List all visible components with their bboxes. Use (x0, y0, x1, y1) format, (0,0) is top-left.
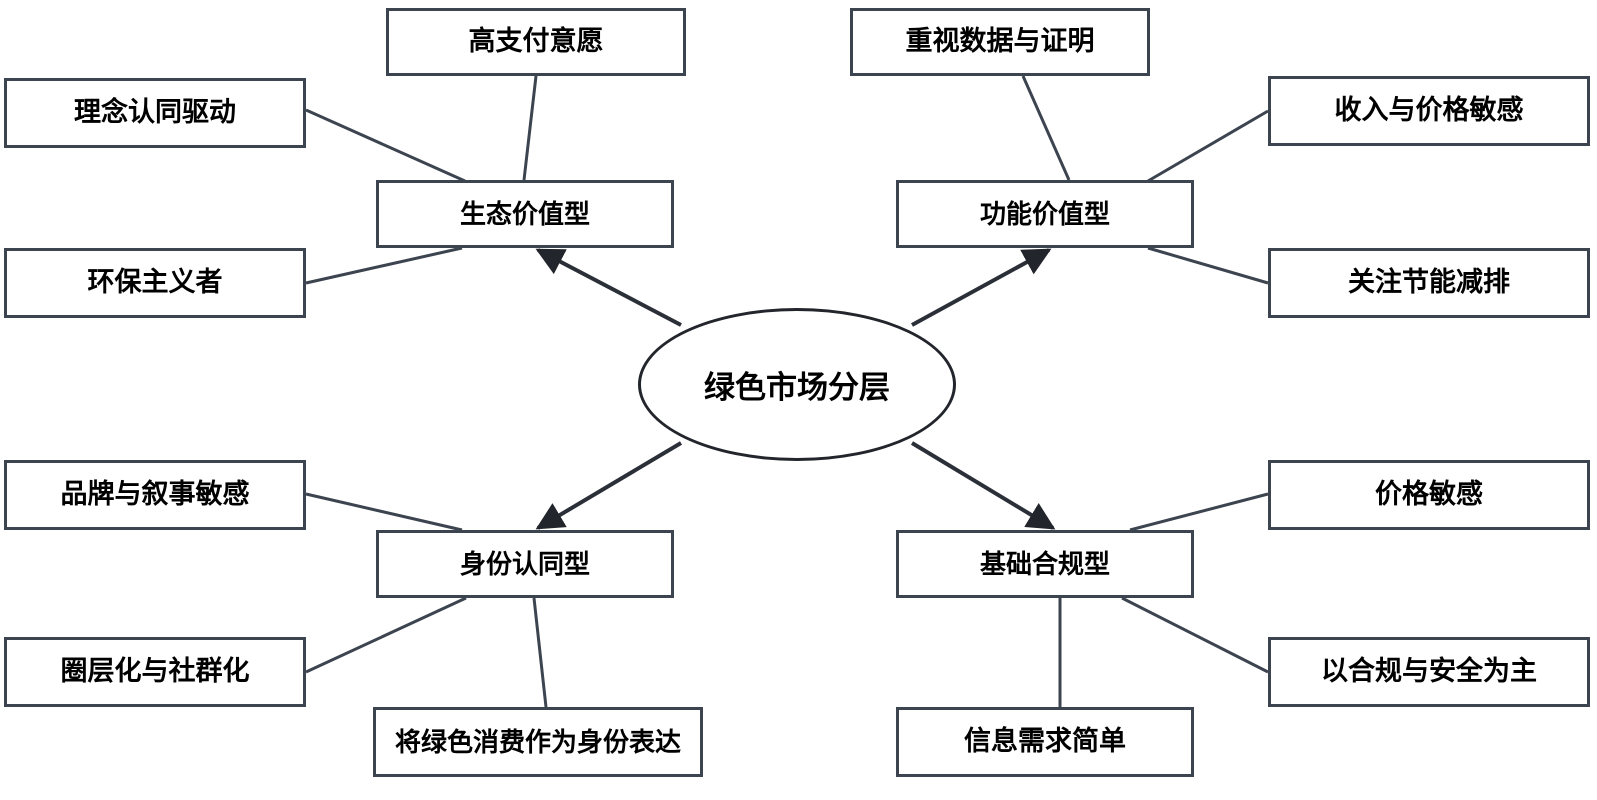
edge-brand-narrative-to-identity (305, 492, 463, 532)
edge-circle-community-to-identity (305, 596, 467, 674)
leaf-node-belief-driven[interactable]: 理念认同驱动 (4, 78, 306, 148)
leaf-node-energy-saving[interactable]: 关注节能减排 (1268, 248, 1590, 318)
branch-node-identity[interactable]: 身份认同型 (376, 530, 674, 598)
leaf-node-green-as-identity[interactable]: 将绿色消费作为身份表达 (373, 707, 703, 777)
leaf-node-simple-info-need[interactable]: 信息需求简单 (896, 707, 1194, 777)
edge-high-wtp-to-eco-value (522, 75, 538, 181)
leaf-node-label: 信息需求简单 (964, 726, 1126, 757)
edge-data-proof-to-functional-value (1021, 75, 1071, 181)
leaf-node-label: 重视数据与证明 (905, 26, 1095, 57)
leaf-node-environmentalist[interactable]: 环保主义者 (4, 248, 306, 318)
edge-belief-driven-to-eco-value (305, 108, 466, 183)
edge-price-sensitive-to-basic-compliance (1129, 492, 1269, 532)
leaf-node-label: 关注节能减排 (1348, 267, 1510, 298)
edge-energy-saving-to-functional-value (1147, 246, 1269, 285)
leaf-node-data-proof[interactable]: 重视数据与证明 (850, 8, 1150, 76)
edge-center-to-eco-value (535, 248, 682, 327)
leaf-node-label: 理念认同驱动 (74, 97, 236, 128)
leaf-node-label: 将绿色消费作为身份表达 (394, 726, 681, 757)
branch-node-basic-compliance[interactable]: 基础合规型 (896, 530, 1194, 598)
leaf-node-label: 品牌与叙事敏感 (60, 479, 250, 510)
leaf-node-income-price-sensitive[interactable]: 收入与价格敏感 (1268, 76, 1590, 146)
leaf-node-compliance-safety[interactable]: 以合规与安全为主 (1268, 637, 1590, 707)
branch-node-label: 功能价值型 (979, 198, 1110, 229)
leaf-node-circle-community[interactable]: 圈层化与社群化 (4, 637, 306, 707)
center-node-label: 绿色市场分层 (704, 370, 890, 405)
leaf-node-brand-narrative[interactable]: 品牌与叙事敏感 (4, 460, 306, 530)
leaf-node-label: 以合规与安全为主 (1321, 656, 1537, 687)
leaf-node-label: 价格敏感 (1375, 479, 1483, 510)
leaf-node-label: 高支付意愿 (468, 26, 604, 57)
edge-green-identity-to-identity (532, 597, 548, 708)
branch-node-eco-value[interactable]: 生态价值型 (376, 180, 674, 248)
branch-node-label: 生态价值型 (459, 198, 590, 229)
edge-income-price-to-functional-value (1147, 109, 1269, 183)
branch-node-functional-value[interactable]: 功能价值型 (896, 180, 1194, 248)
edge-center-to-basic-compliance (910, 441, 1056, 530)
edge-environmentalist-to-eco-value (305, 246, 463, 285)
leaf-node-label: 圈层化与社群化 (60, 656, 250, 687)
branch-node-label: 基础合规型 (979, 548, 1110, 579)
branch-node-label: 身份认同型 (459, 548, 590, 579)
leaf-node-high-wtp[interactable]: 高支付意愿 (386, 8, 686, 76)
leaf-node-label: 收入与价格敏感 (1334, 95, 1524, 126)
center-node-green-market-segmentation[interactable]: 绿色市场分层 (638, 308, 956, 461)
leaf-node-label: 环保主义者 (87, 267, 223, 298)
leaf-node-price-sensitive[interactable]: 价格敏感 (1268, 460, 1590, 530)
edge-center-to-functional-value (911, 248, 1052, 327)
edge-center-to-identity (535, 441, 683, 530)
edge-compliance-safety-to-basic-compliance (1121, 596, 1269, 674)
